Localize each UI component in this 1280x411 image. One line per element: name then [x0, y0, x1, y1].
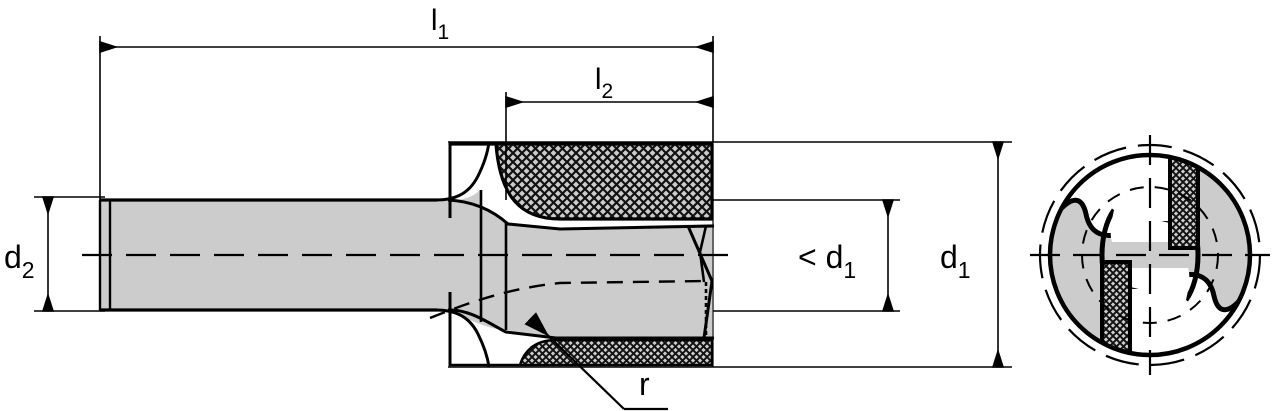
r-leader-line	[524, 312, 625, 410]
dimension-r: r	[524, 312, 668, 411]
dimension-less-than-d1: < d1	[713, 199, 900, 312]
core-taper-bottom	[447, 308, 714, 340]
core-taper-top	[447, 198, 715, 231]
dimension-l2: l2	[505, 63, 714, 200]
d1-label: d1	[940, 239, 971, 283]
l2-label: l2	[595, 63, 613, 103]
dimension-d2: d2	[4, 196, 105, 312]
flute-channel-upper	[1110, 210, 1174, 242]
dimension-annotations: l1 l2 d2 < d1	[4, 4, 1012, 411]
l1-label: l1	[431, 4, 449, 44]
lt-d1-label: < d1	[798, 239, 856, 283]
head-top-hatch	[448, 142, 714, 221]
tip-edge-b	[698, 225, 708, 283]
r-label: r	[639, 366, 650, 402]
head-bottom-hatch	[448, 338, 714, 367]
flange-disc	[452, 190, 480, 320]
longitudinal-section-view	[82, 141, 742, 368]
end-view	[1030, 135, 1270, 375]
d2-label: d2	[4, 239, 35, 283]
dimension-d1: d1	[448, 141, 1012, 368]
head-core	[448, 200, 712, 338]
dimension-l1: l1	[99, 4, 714, 200]
flute-channel-lower	[1126, 268, 1190, 300]
